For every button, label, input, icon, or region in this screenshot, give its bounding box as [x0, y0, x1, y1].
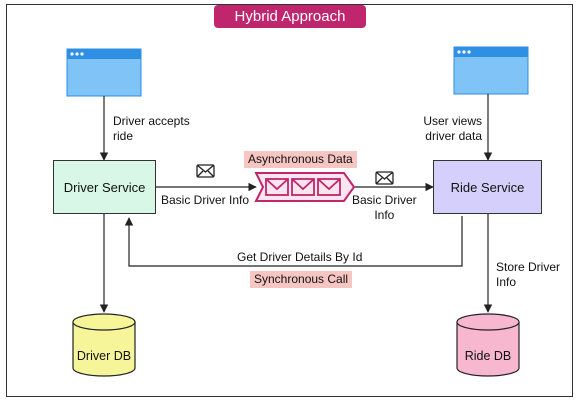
driver-client-caption: Driver accepts ride	[113, 114, 190, 143]
driver-client-browser-icon	[66, 48, 142, 97]
driver-service-box: Driver Service	[53, 160, 156, 214]
basic-driver-info-left-label: Basic Driver Info	[161, 193, 250, 207]
ride-service-box: Ride Service	[433, 160, 542, 214]
driver-db-cylinder	[72, 313, 136, 377]
user-client-browser-icon	[453, 46, 529, 95]
sync-call-tag: Synchronous Call	[250, 271, 353, 288]
store-driver-info-label: Store Driver Info	[496, 260, 561, 289]
async-data-tag: Asynchronous Data	[244, 151, 357, 168]
diagram-title: Hybrid Approach	[214, 5, 366, 28]
envelope-icon	[196, 164, 215, 178]
arrow-sync-call	[124, 216, 463, 267]
ride-db-label: Ride DB	[464, 349, 512, 363]
envelope-icon	[375, 171, 394, 185]
diagram-frame	[6, 4, 573, 397]
driver-db-label: Driver DB	[76, 349, 132, 363]
message-queue-icon	[254, 172, 356, 202]
basic-driver-info-right-label: Basic Driver Info	[352, 193, 417, 222]
user-client-caption: User views driver data	[423, 114, 482, 143]
get-driver-details-label: Get Driver Details By Id	[237, 250, 363, 264]
ride-db-cylinder	[456, 313, 520, 377]
